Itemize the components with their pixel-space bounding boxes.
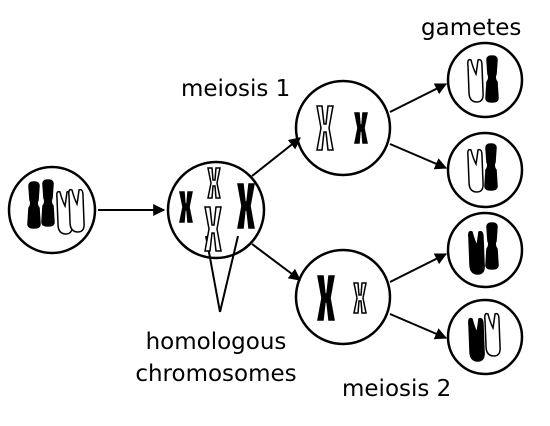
gametes-label: gametes bbox=[421, 15, 522, 41]
gamete-cell-2 bbox=[446, 131, 524, 209]
meiosis-1-label: meiosis 1 bbox=[181, 76, 291, 102]
arrow-to-gamete-1 bbox=[389, 83, 448, 113]
pointer-line-right bbox=[219, 235, 239, 313]
arrow-to-gamete-2 bbox=[389, 143, 448, 170]
homologous-chromosomes-label: homologous chromosomes bbox=[131, 326, 301, 390]
arrow-to-gamete-3 bbox=[389, 253, 448, 283]
homologous-label-line-1: homologous bbox=[145, 329, 287, 355]
daughter-cell-bottom bbox=[294, 248, 392, 346]
homologous-label-line-2: chromosomes bbox=[135, 361, 297, 387]
arrow-to-top-cell bbox=[251, 137, 301, 177]
arrow-to-bottom-cell bbox=[251, 243, 301, 281]
gamete-cell-3 bbox=[446, 211, 524, 289]
arrow-to-gamete-4 bbox=[389, 313, 448, 340]
meiosis-2-label: meiosis 2 bbox=[342, 376, 452, 402]
gamete-cell-1 bbox=[446, 41, 524, 119]
daughter-cell-top bbox=[294, 79, 392, 177]
